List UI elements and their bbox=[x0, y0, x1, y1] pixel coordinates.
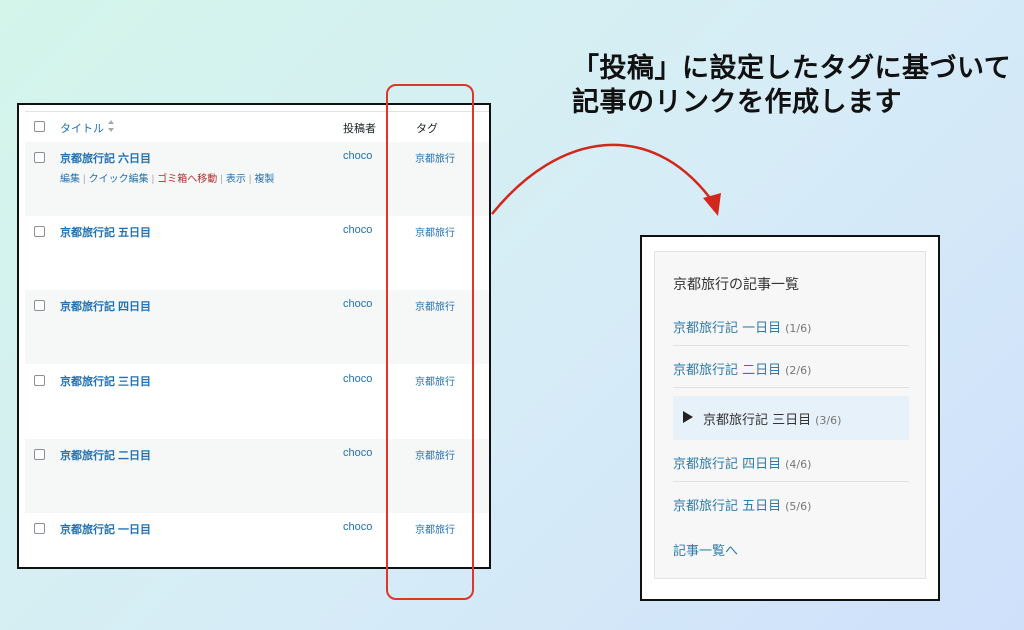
edit-link[interactable]: 編集 bbox=[60, 174, 80, 185]
column-title-header[interactable]: タイトル bbox=[60, 123, 104, 135]
post-author-link[interactable]: choco bbox=[343, 224, 373, 236]
post-title-link[interactable]: 京都旅行記 五日目 bbox=[60, 227, 152, 239]
related-post-link[interactable]: 京都旅行記 一日目(1/6) bbox=[673, 321, 812, 336]
post-position: (2/6) bbox=[785, 364, 812, 377]
headline: 「投稿」に設定したタグに基づいて 記事のリンクを作成します bbox=[572, 52, 1022, 120]
table-row: 京都旅行記 二日目 choco 京都旅行 bbox=[25, 439, 489, 513]
post-tag-link[interactable]: 京都旅行 bbox=[415, 154, 455, 165]
related-posts-panel: 京都旅行の記事一覧 京都旅行記 一日目(1/6) 京都旅行記 二日目(2/6) … bbox=[640, 235, 940, 601]
post-title-link[interactable]: 京都旅行記 四日目 bbox=[60, 301, 152, 313]
row-checkbox[interactable] bbox=[34, 152, 45, 163]
quick-edit-link[interactable]: クイック編集 bbox=[88, 174, 149, 185]
separator: | bbox=[83, 174, 86, 185]
table-row: 京都旅行記 六日目 編集|クイック編集|ゴミ箱へ移動|表示|複製 choco 京… bbox=[25, 142, 489, 216]
table-row: 京都旅行記 三日目 choco 京都旅行 bbox=[25, 365, 489, 439]
post-author-link[interactable]: choco bbox=[343, 373, 373, 385]
post-tag-link[interactable]: 京都旅行 bbox=[415, 302, 455, 313]
play-icon bbox=[683, 411, 693, 423]
column-author-header: 投稿者 bbox=[343, 123, 376, 135]
post-tag-link[interactable]: 京都旅行 bbox=[415, 525, 455, 536]
all-posts-link[interactable]: 記事一覧へ bbox=[673, 544, 739, 559]
tag-column-highlight bbox=[386, 84, 474, 600]
post-tag-link[interactable]: 京都旅行 bbox=[415, 228, 455, 239]
post-position: (1/6) bbox=[785, 322, 812, 335]
list-item[interactable]: 京都旅行記 一日目(1/6) bbox=[673, 304, 909, 346]
table-row: 京都旅行記 四日目 choco 京都旅行 bbox=[25, 290, 489, 364]
post-author-link[interactable]: choco bbox=[343, 521, 373, 533]
related-post-link[interactable]: 京都旅行記 二日目(2/6) bbox=[673, 363, 812, 378]
current-post-item: 京都旅行記 三日目(3/6) bbox=[673, 396, 909, 440]
post-title-link[interactable]: 京都旅行記 三日目 bbox=[60, 376, 152, 388]
post-author-link[interactable]: choco bbox=[343, 298, 373, 310]
widget-title: 京都旅行の記事一覧 bbox=[673, 277, 799, 293]
post-title-link[interactable]: 京都旅行記 六日目 bbox=[60, 153, 152, 165]
separator: | bbox=[248, 174, 252, 185]
table-row: 京都旅行記 一日目 choco 京都旅行 bbox=[25, 513, 489, 567]
row-checkbox[interactable] bbox=[34, 449, 45, 460]
duplicate-link[interactable]: 複製 bbox=[254, 174, 275, 185]
posts-list-panel: タイトル 投稿者 タグ 京都旅行記 六日目 編集|クイック編集|ゴミ箱へ移動|表… bbox=[17, 103, 491, 569]
current-post-label: 京都旅行記 三日目(3/6) bbox=[703, 413, 842, 428]
list-item[interactable]: 京都旅行記 二日目(2/6) bbox=[673, 346, 909, 388]
headline-line-2: 記事のリンクを作成します bbox=[572, 87, 902, 118]
post-position: (4/6) bbox=[785, 458, 812, 471]
post-tag-link[interactable]: 京都旅行 bbox=[415, 377, 455, 388]
table-row: 京都旅行記 五日目 choco 京都旅行 bbox=[25, 216, 489, 290]
separator: | bbox=[220, 174, 223, 185]
select-all-checkbox[interactable] bbox=[34, 121, 45, 132]
column-tags-header: タグ bbox=[416, 123, 438, 135]
trash-link[interactable]: ゴミ箱へ移動 bbox=[157, 174, 218, 185]
post-position: (3/6) bbox=[815, 414, 842, 427]
post-author-link[interactable]: choco bbox=[343, 150, 373, 162]
separator: | bbox=[151, 174, 155, 185]
post-author-link[interactable]: choco bbox=[343, 447, 373, 459]
view-link[interactable]: 表示 bbox=[225, 174, 246, 185]
row-checkbox[interactable] bbox=[34, 300, 45, 311]
related-post-link[interactable]: 京都旅行記 五日目(5/6) bbox=[673, 499, 812, 514]
post-title-link[interactable]: 京都旅行記 二日目 bbox=[60, 450, 152, 462]
related-posts-widget: 京都旅行の記事一覧 京都旅行記 一日目(1/6) 京都旅行記 二日目(2/6) … bbox=[654, 251, 926, 579]
headline-line-1: 「投稿」に設定したタグに基づいて bbox=[572, 53, 1012, 84]
row-checkbox[interactable] bbox=[34, 375, 45, 386]
row-checkbox[interactable] bbox=[34, 523, 45, 534]
related-post-link[interactable]: 京都旅行記 四日目(4/6) bbox=[673, 457, 812, 472]
list-item[interactable]: 京都旅行記 五日目(5/6) bbox=[673, 482, 909, 524]
row-checkbox[interactable] bbox=[34, 226, 45, 237]
post-position: (5/6) bbox=[785, 500, 812, 513]
post-title-link[interactable]: 京都旅行記 一日目 bbox=[60, 524, 152, 536]
sort-icon[interactable] bbox=[107, 119, 115, 133]
row-actions: 編集|クイック編集|ゴミ箱へ移動|表示|複製 bbox=[60, 170, 274, 185]
post-tag-link[interactable]: 京都旅行 bbox=[415, 451, 455, 462]
list-item[interactable]: 京都旅行記 四日目(4/6) bbox=[673, 440, 909, 482]
